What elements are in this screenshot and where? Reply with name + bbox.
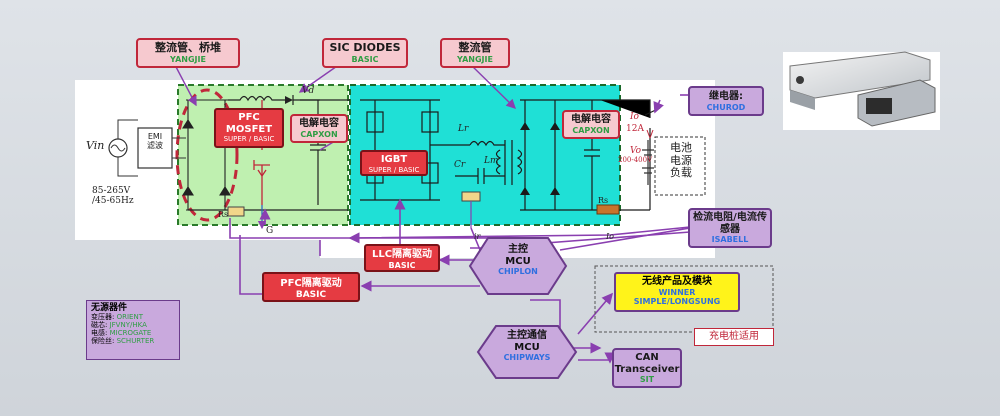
wireless-vendors2: SIMPLE/LONGSUNG	[633, 296, 721, 306]
vo-label: Vo	[630, 146, 642, 156]
wireless-box: 无线产品及模块 WINNER SIMPLE/LONGSUNG	[614, 272, 740, 312]
lm-label: Lm	[484, 156, 499, 166]
pfc-area	[177, 84, 349, 226]
comm-mcu-hex	[476, 325, 578, 379]
emi-line1: EMI	[147, 132, 163, 141]
io-value: 12A	[626, 124, 644, 134]
cr-label: Cr	[454, 160, 466, 170]
can-transceiver-box: CAN Transceiver SIT	[612, 348, 682, 388]
comm-mcu-label: 主控通信 MCU CHIPWAYS	[484, 330, 570, 362]
passive-val: MICROGATE	[109, 329, 152, 338]
comm-mcu-vendor: CHIPWAYS	[503, 353, 551, 362]
io-label: Io	[630, 112, 639, 122]
can-line1: CAN	[635, 352, 659, 363]
tag-rectifier-title: 整流管、桥堆	[155, 41, 221, 54]
tag-rectifier-diode: 整流管 YANGJIE	[440, 38, 510, 68]
product-photo	[783, 51, 940, 130]
charging-note: 充电桩适用	[694, 328, 774, 346]
tag-rectifier-vendor: YANGJIE	[170, 54, 206, 64]
passive-val: SCHURTER	[116, 337, 155, 346]
vin-label: Vin	[86, 139, 105, 152]
relay-box: 继电器: CHUROD	[688, 86, 764, 116]
igbt-vendor: SUPER / BASIC	[368, 165, 420, 174]
relay-title: 继电器:	[709, 91, 743, 102]
range-line2: /45-65Hz	[92, 196, 134, 207]
range-line1: 85-265V	[92, 186, 131, 196]
input-range-label: 85-265V /45-65Hz	[92, 186, 134, 207]
load-label: 电池 电源 负载	[660, 141, 702, 180]
can-line2: Transceiver	[614, 363, 680, 375]
tag-sic-diodes: SIC DIODES BASIC	[322, 38, 408, 68]
tag-sic-title: SIC DIODES	[329, 41, 401, 54]
tag-cap-right-vendor: CAPXON	[572, 125, 610, 135]
passive-row: 变压器: ORIENT	[91, 313, 175, 321]
igbt-box: IGBT SUPER / BASIC	[360, 150, 428, 176]
sense-title: 检流电阻/电流传感器	[693, 212, 767, 235]
wireless-dashed-box	[594, 265, 774, 333]
tag-cap-right-title: 电解电容	[571, 114, 611, 125]
main-mcu-line2: MCU	[505, 255, 531, 267]
g-label: G	[266, 226, 274, 236]
llc-driver-vendor: BASIC	[388, 260, 416, 270]
main-mcu-label: 主控 MCU CHIPLON	[476, 244, 560, 276]
comm-mcu-line2: MCU	[514, 341, 540, 353]
load-line2: 电源	[670, 153, 692, 167]
tag-rectifier2-vendor: YANGJIE	[457, 54, 493, 64]
relay-vendor: CHUROD	[706, 102, 746, 112]
passive-val: ORIENT	[116, 313, 143, 322]
can-vendor: SIT	[639, 375, 655, 384]
wireless-vendors: WINNER	[658, 287, 696, 297]
passive-key: 保险丝:	[91, 337, 115, 346]
pfc-driver-title: PFC隔离驱动	[280, 278, 342, 289]
passive-row: 保险丝: SCHURTER	[91, 337, 175, 345]
current-sense-box: 检流电阻/电流传感器 ISABELL	[688, 208, 772, 248]
passive-row: 磁芯: JFVNY/HKA	[91, 321, 175, 329]
pfc-driver-vendor: BASIC	[295, 289, 327, 300]
rs-left-label: Rs	[218, 210, 229, 219]
load-line3: 负载	[670, 166, 692, 180]
tag-rectifier2-title: 整流管	[458, 41, 492, 54]
io-bottom-label: Io	[606, 232, 614, 241]
passive-key: 变压器:	[91, 313, 115, 322]
vd-label: Vd	[302, 86, 315, 96]
pfc-driver-box: PFC隔离驱动 BASIC	[262, 272, 360, 302]
wireless-title: 无线产品及模块	[642, 276, 712, 287]
tag-cap-left-title: 电解电容	[299, 118, 339, 129]
load-line1: 电池	[670, 141, 692, 154]
tag-rectifier-bridge: 整流管、桥堆 YANGJIE	[136, 38, 240, 68]
vo-value: 200-400V	[618, 156, 653, 164]
emi-label: EMI 滤波	[140, 132, 170, 150]
lr-label: Lr	[458, 124, 469, 134]
tag-cap-right: 电解电容 CAPXON	[562, 110, 620, 139]
bridge-highlight	[175, 88, 239, 222]
passive-val: JFVNY/HKA	[109, 321, 147, 330]
main-mcu-line1: 主控	[508, 244, 528, 255]
passive-components-box: 无源器件 变压器: ORIENT 磁芯: JFVNY/HKA 电感: MICRO…	[86, 300, 180, 360]
tag-sic-vendor: BASIC	[351, 54, 379, 64]
llc-driver-box: LLC隔离驱动 BASIC	[364, 244, 440, 272]
pfc-mosfet-box: PFC MOSFET SUPER / BASIC	[214, 108, 284, 148]
tag-cap-left: 电解电容 CAPXON	[290, 114, 348, 143]
llc-driver-title: LLC隔离驱动	[371, 249, 433, 260]
passive-key: 电感:	[91, 329, 108, 338]
sense-vendor: ISABELL	[711, 235, 749, 244]
passive-title: 无源器件	[91, 303, 128, 313]
main-mcu-vendor: CHIPLON	[498, 267, 538, 276]
main-mcu-hex	[468, 237, 568, 295]
passive-key: 磁芯:	[91, 321, 108, 330]
emi-line2: 滤波	[147, 141, 163, 151]
rs-right-label: Rs	[598, 196, 609, 205]
ir-label: ir	[474, 232, 481, 241]
emi-box	[137, 127, 173, 169]
comm-mcu-line1: 主控通信	[507, 330, 547, 341]
pfc-mosfet-title: PFC MOSFET	[225, 112, 273, 135]
tag-cap-left-vendor: CAPXON	[300, 129, 338, 139]
igbt-title: IGBT	[380, 154, 408, 165]
pfc-mosfet-vendor: SUPER / BASIC	[223, 135, 275, 143]
passive-row: 电感: MICROGATE	[91, 329, 175, 337]
